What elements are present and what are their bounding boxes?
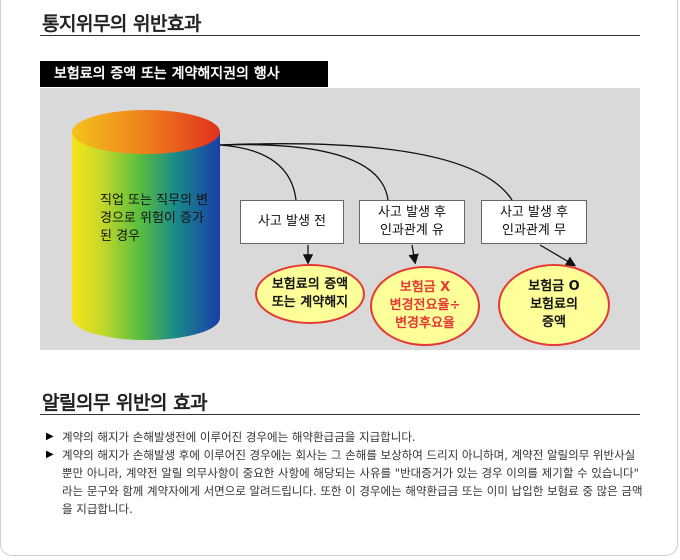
effects-list: ▶계약의 해지가 손해발생전에 이루어진 경우에는 해약환급금을 지급합니다. … bbox=[46, 428, 646, 518]
section-title-disclosure: 알릴의무 위반의 효과 bbox=[42, 392, 208, 414]
connector-1 bbox=[219, 144, 297, 201]
arrow-2 bbox=[408, 244, 419, 265]
cylinder-top bbox=[72, 110, 220, 154]
box-before-accident: 사고 발생 전 bbox=[240, 200, 344, 244]
oval-premium-increase: 보험료의 증액 또는 계약해지 bbox=[255, 264, 365, 324]
cylinder-text: 직업 또는 직무의 변경으로 위험이 증가된 경우 bbox=[100, 193, 209, 244]
oval-payout-full: 보험금 O 보험료의 증액 bbox=[498, 264, 610, 346]
list-item: ▶계약의 해지가 손해발생 후에 이루어진 경우에는 회사는 그 손해를 보상하… bbox=[46, 448, 643, 516]
connector-3 bbox=[219, 143, 513, 201]
section-divider-2 bbox=[40, 414, 640, 415]
list-item: ▶계약의 해지가 손해발생전에 이루어진 경우에는 해약환급금을 지급합니다. bbox=[46, 430, 416, 444]
diagram-label: 보험료의 증액 또는 계약해지권의 행사 bbox=[40, 61, 328, 87]
triangle-right-icon: ▶ bbox=[46, 449, 54, 460]
connector-2 bbox=[219, 143, 389, 201]
arrow-3 bbox=[539, 244, 577, 267]
cylinder-body bbox=[72, 132, 220, 340]
box-after-accident-causal: 사고 발생 후 인과관계 유 bbox=[359, 200, 465, 244]
box-after-accident-noncausal: 사고 발생 후 인과관계 무 bbox=[481, 200, 587, 244]
triangle-right-icon: ▶ bbox=[46, 431, 54, 442]
oval-payout-ratio: 보험금 X 변경전요율÷ 변경후요율 bbox=[370, 266, 480, 346]
section-title-notification: 통지위무의 위반효과 bbox=[42, 13, 201, 35]
section-divider bbox=[40, 35, 640, 36]
